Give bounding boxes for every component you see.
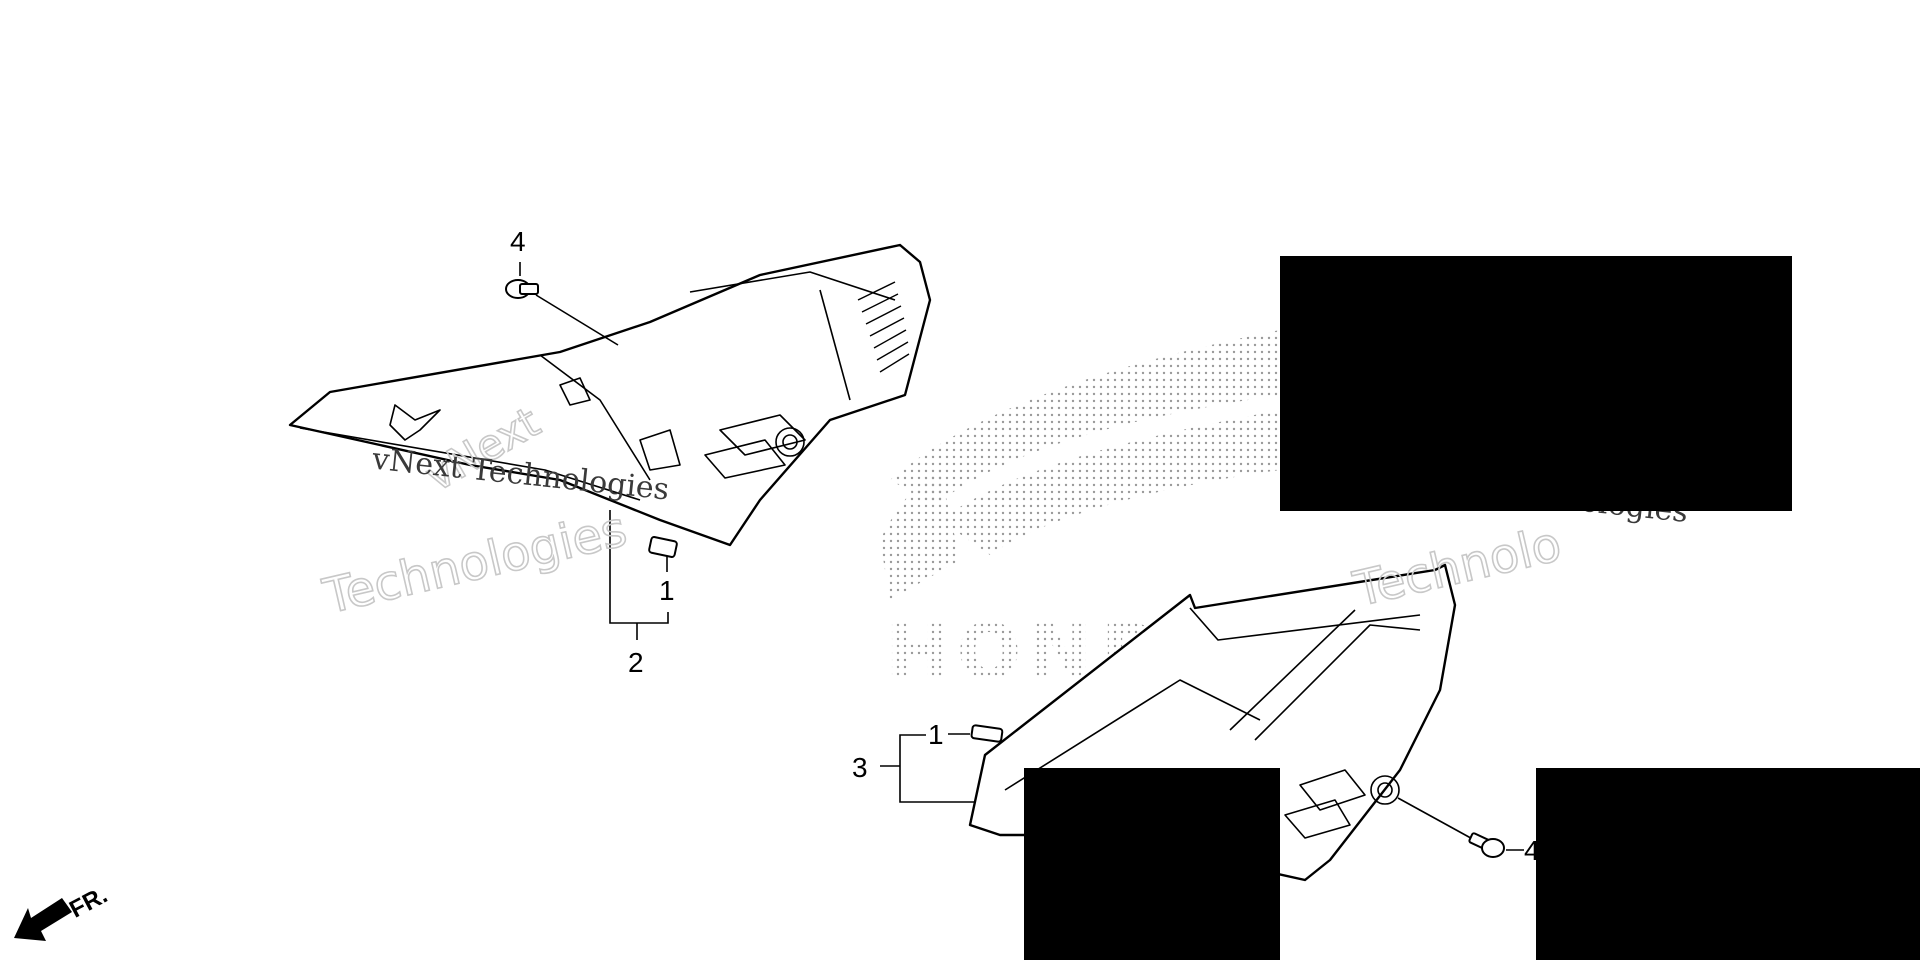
- front-direction-indicator: FR.: [14, 882, 112, 941]
- front-label: FR.: [65, 882, 112, 924]
- right-clip: 1: [928, 719, 1004, 750]
- right-bolt-callout: 4: [1524, 835, 1540, 866]
- left-assembly-callout: 2: [628, 647, 644, 678]
- left-clip-callout: 1: [659, 575, 675, 606]
- front-arrow-icon: [14, 898, 72, 941]
- left-assembly-bracket: 2: [609, 510, 669, 678]
- redaction-bottom-right: [1536, 768, 1920, 960]
- redaction-blocks: [1024, 256, 1920, 960]
- watermark-left-technologies: Technologies: [318, 501, 632, 625]
- left-bolt: 4: [505, 226, 619, 346]
- right-bolt: 4: [1397, 797, 1540, 866]
- left-bolt-callout: 4: [510, 226, 526, 257]
- left-clip: 1: [648, 536, 678, 606]
- redaction-bottom-center: [1024, 768, 1280, 960]
- redaction-top-right: [1280, 256, 1792, 511]
- right-clip-callout: 1: [928, 719, 944, 750]
- watermark-right-technologies: Technolo: [1348, 516, 1566, 618]
- right-assembly-callout: 3: [852, 752, 868, 783]
- left-side-cover: [288, 243, 932, 547]
- right-assembly-bracket: 3: [852, 734, 975, 803]
